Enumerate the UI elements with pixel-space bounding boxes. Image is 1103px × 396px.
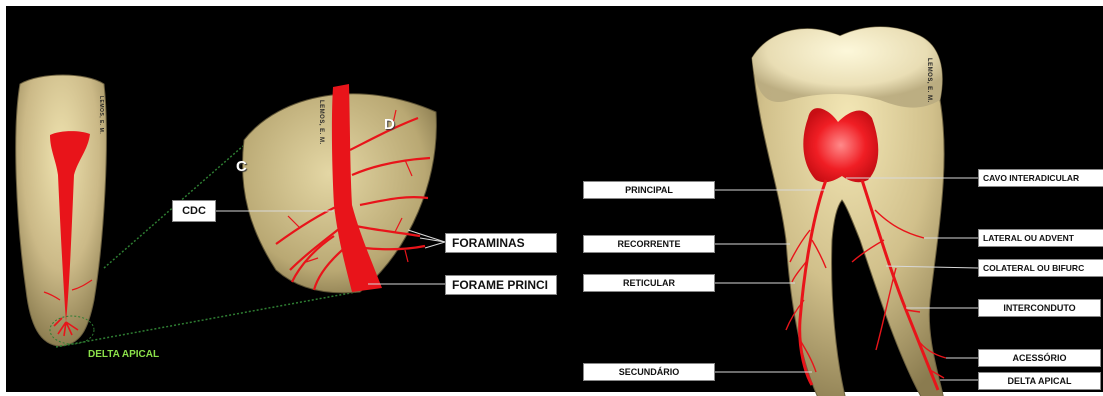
magnified-apex xyxy=(242,84,436,293)
letter-c: C xyxy=(236,158,247,175)
label-cdc: CDC xyxy=(172,200,216,222)
label-lateral-adventicio: LATERAL OU ADVENT xyxy=(978,229,1103,247)
label-delta-apical-green: DELTA APICAL xyxy=(88,349,159,360)
label-principal: PRINCIPAL xyxy=(583,181,715,199)
label-reticular: RETICULAR xyxy=(583,274,715,292)
label-colateral-bifurcacao: COLATERAL OU BIFURC xyxy=(978,259,1103,277)
molar-signature: LEMOS, E. M. xyxy=(926,58,932,103)
label-foraminas: FORAMINAS xyxy=(445,233,557,253)
label-interconduto: INTERCONDUTO xyxy=(978,299,1101,317)
small-tooth-signature: LEMOS, E. M. xyxy=(98,96,104,134)
magnified-signature: LEMOS, E. M. xyxy=(318,100,324,145)
label-forame-principal: FORAME PRINCI xyxy=(445,275,557,295)
label-cavo-interradicular: CAVO INTERADICULAR xyxy=(978,169,1103,187)
label-secundario: SECUNDÁRIO xyxy=(583,363,715,381)
label-delta-apical: DELTA APICAL xyxy=(978,372,1101,390)
label-recorrente: RECORRENTE xyxy=(583,235,715,253)
small-tooth xyxy=(16,75,107,346)
letter-d: D xyxy=(384,116,395,133)
molar-tooth xyxy=(752,27,946,396)
label-acessorio: ACESSÓRIO xyxy=(978,349,1101,367)
